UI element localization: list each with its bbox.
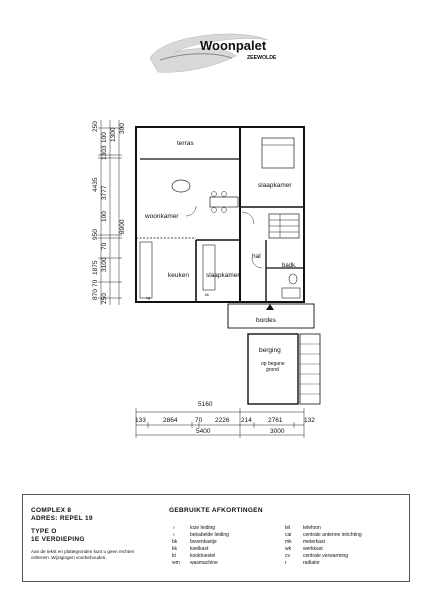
info-panel: COMPLEX 8 ADRES: REPEL 19 TYPE O 1E VERD… bbox=[22, 494, 410, 582]
label-berging: berging bbox=[259, 347, 281, 354]
label-woonkamer: woonkamer bbox=[144, 213, 179, 220]
left-dimension-lines bbox=[98, 120, 122, 305]
abbreviations: GEBRUIKTE AFKORTINGEN bbox=[169, 507, 409, 515]
abbr-left-0: ♀loze leiding bbox=[172, 525, 216, 531]
abbr-title: GEBRUIKTE AFKORTINGEN bbox=[169, 507, 263, 514]
dim-2761: 2761 bbox=[268, 417, 283, 424]
logo-place: ZEEWOLDE bbox=[247, 55, 277, 61]
dim-250-bottom: 250 bbox=[101, 293, 108, 304]
label-kk: kk bbox=[205, 292, 209, 297]
label-badk: badk. bbox=[282, 263, 297, 269]
bottom-dimension-lines bbox=[135, 408, 305, 438]
dim-2864: 2864 bbox=[163, 417, 178, 424]
complex-line-4: 1E VERDIEPING bbox=[31, 536, 85, 543]
disclaimer-line-1: Aan de tekst en plattegronden kunt u gee… bbox=[31, 549, 135, 554]
dim-1303: 1303 bbox=[101, 145, 108, 160]
label-hal: hal bbox=[252, 253, 261, 260]
woonpalet-logo: Woonpalet ZEEWOLDE bbox=[149, 33, 277, 73]
dim-1300: 1300 bbox=[110, 127, 117, 142]
disclaimer-line-2: ontlenen. Wijzigingen voorbehouden. bbox=[31, 555, 107, 560]
dim-214: 214 bbox=[241, 417, 252, 424]
dim-2226: 2226 bbox=[215, 417, 230, 424]
complex-info: COMPLEX 8 ADRES: REPEL 19 TYPE O 1E VERD… bbox=[31, 507, 151, 561]
label-terras: terras bbox=[177, 140, 194, 147]
left-dimension-labels: 250 1300 1303 100 4435 3777 950 100 1875… bbox=[92, 121, 126, 304]
dim-300: 300 bbox=[119, 123, 126, 134]
bottom-dimension-labels: 5160 133 2864 70 2226 214 2761 132 5400 … bbox=[135, 401, 315, 435]
dim-870: 870 bbox=[92, 289, 99, 300]
label-vg: vg bbox=[146, 295, 150, 300]
complex-line-1: COMPLEX 8 bbox=[31, 507, 72, 514]
dim-3100: 3100 bbox=[101, 257, 108, 272]
label-keuken: keuken bbox=[168, 272, 189, 279]
bordes-landing bbox=[227, 303, 315, 329]
berging-area: berging op begane grond bbox=[247, 333, 321, 405]
complex-line-2: ADRES: REPEL 19 bbox=[31, 515, 93, 522]
dim-70: 70 bbox=[195, 417, 203, 424]
dim-100-b: 100 bbox=[101, 211, 108, 222]
dim-950: 950 bbox=[92, 229, 99, 240]
dim-3777: 3777 bbox=[101, 185, 108, 200]
logo-name: Woonpalet bbox=[200, 38, 267, 53]
label-slaapkamer-2: slaapkamer bbox=[206, 272, 240, 279]
dim-5160: 5160 bbox=[198, 401, 213, 408]
abbr-left-1: ♀bekabelde leiding bbox=[172, 532, 229, 538]
dim-70-b: 70 bbox=[92, 279, 99, 287]
label-berging-note-1: op begane bbox=[261, 361, 285, 367]
dim-100-a: 100 bbox=[101, 132, 108, 143]
dim-132: 132 bbox=[304, 417, 315, 424]
complex-line-3: TYPE O bbox=[31, 528, 57, 535]
label-bordes: bordes bbox=[256, 317, 277, 324]
dim-5400: 5400 bbox=[196, 428, 211, 435]
building-walls bbox=[135, 126, 305, 303]
label-berging-note-2: grond bbox=[266, 367, 279, 373]
dim-250-top: 250 bbox=[92, 121, 99, 132]
dim-4435: 4435 bbox=[92, 177, 99, 192]
dim-1875: 1875 bbox=[92, 260, 99, 275]
dim-8900: 8900 bbox=[119, 219, 126, 234]
dim-70-a: 70 bbox=[101, 242, 108, 250]
room-labels: terras woonkamer slaapkamer keuken slaap… bbox=[144, 140, 297, 324]
dim-3000: 3000 bbox=[270, 428, 285, 435]
dim-133: 133 bbox=[135, 417, 146, 424]
label-slaapkamer-1: slaapkamer bbox=[258, 182, 292, 189]
